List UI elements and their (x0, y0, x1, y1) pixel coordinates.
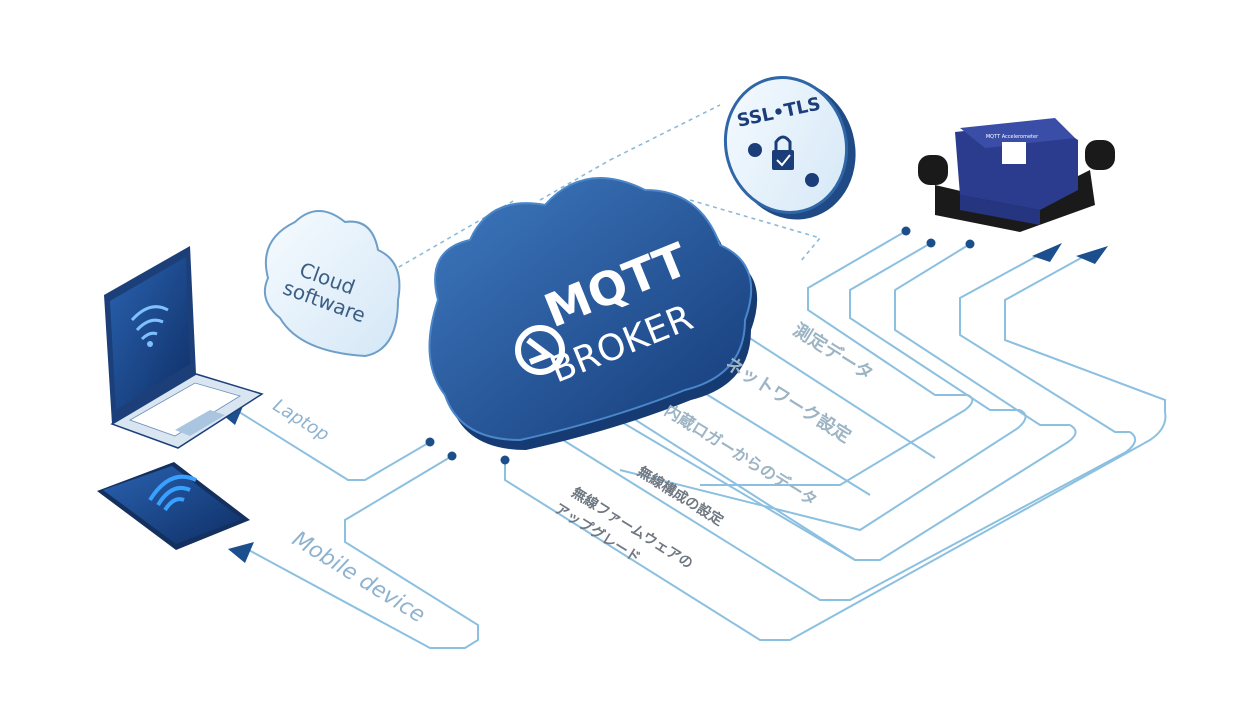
dashed-links (384, 104, 822, 276)
line-measurement (807, 230, 968, 396)
ssl-tls-badge: SSL•TLS (723, 76, 856, 220)
cloud-software: Cloud software (264, 210, 401, 358)
mqtt-logo-icon (515, 325, 565, 375)
mqtt-broker-cloud: MQTT BROKER (428, 177, 758, 450)
lock-icon (772, 135, 794, 170)
line-firmware (1004, 252, 1166, 412)
arrow-device-1 (1032, 243, 1062, 262)
sensor-device: MQTT Accelerometer (918, 118, 1115, 232)
mobile-icon (97, 462, 250, 550)
connector-dot-left (748, 143, 762, 157)
connector-dot-right (805, 173, 819, 187)
device-connection-lines (504, 230, 1167, 641)
client-connection-lines (235, 409, 479, 649)
laptop-label: Laptop (269, 395, 333, 446)
line-wireless (959, 249, 1130, 433)
mobile-label: Mobile device (288, 527, 430, 628)
wifi-icon (130, 305, 169, 341)
device-label-plate (1002, 142, 1026, 164)
device-label: MQTT Accelerometer (986, 134, 1039, 140)
wifi-icon-mobile (148, 474, 197, 512)
flow-network-label: ネットワーク設定 (721, 352, 855, 447)
line-network (849, 242, 1020, 411)
arrow-mobile (228, 542, 254, 563)
flow-wireless-label: 無線構成の設定 (634, 463, 726, 529)
arrow-device-2 (1076, 246, 1108, 264)
line-logger (894, 243, 1070, 426)
laptop-icon (104, 246, 264, 449)
flow-measurement-label: 測定データ (789, 319, 877, 385)
